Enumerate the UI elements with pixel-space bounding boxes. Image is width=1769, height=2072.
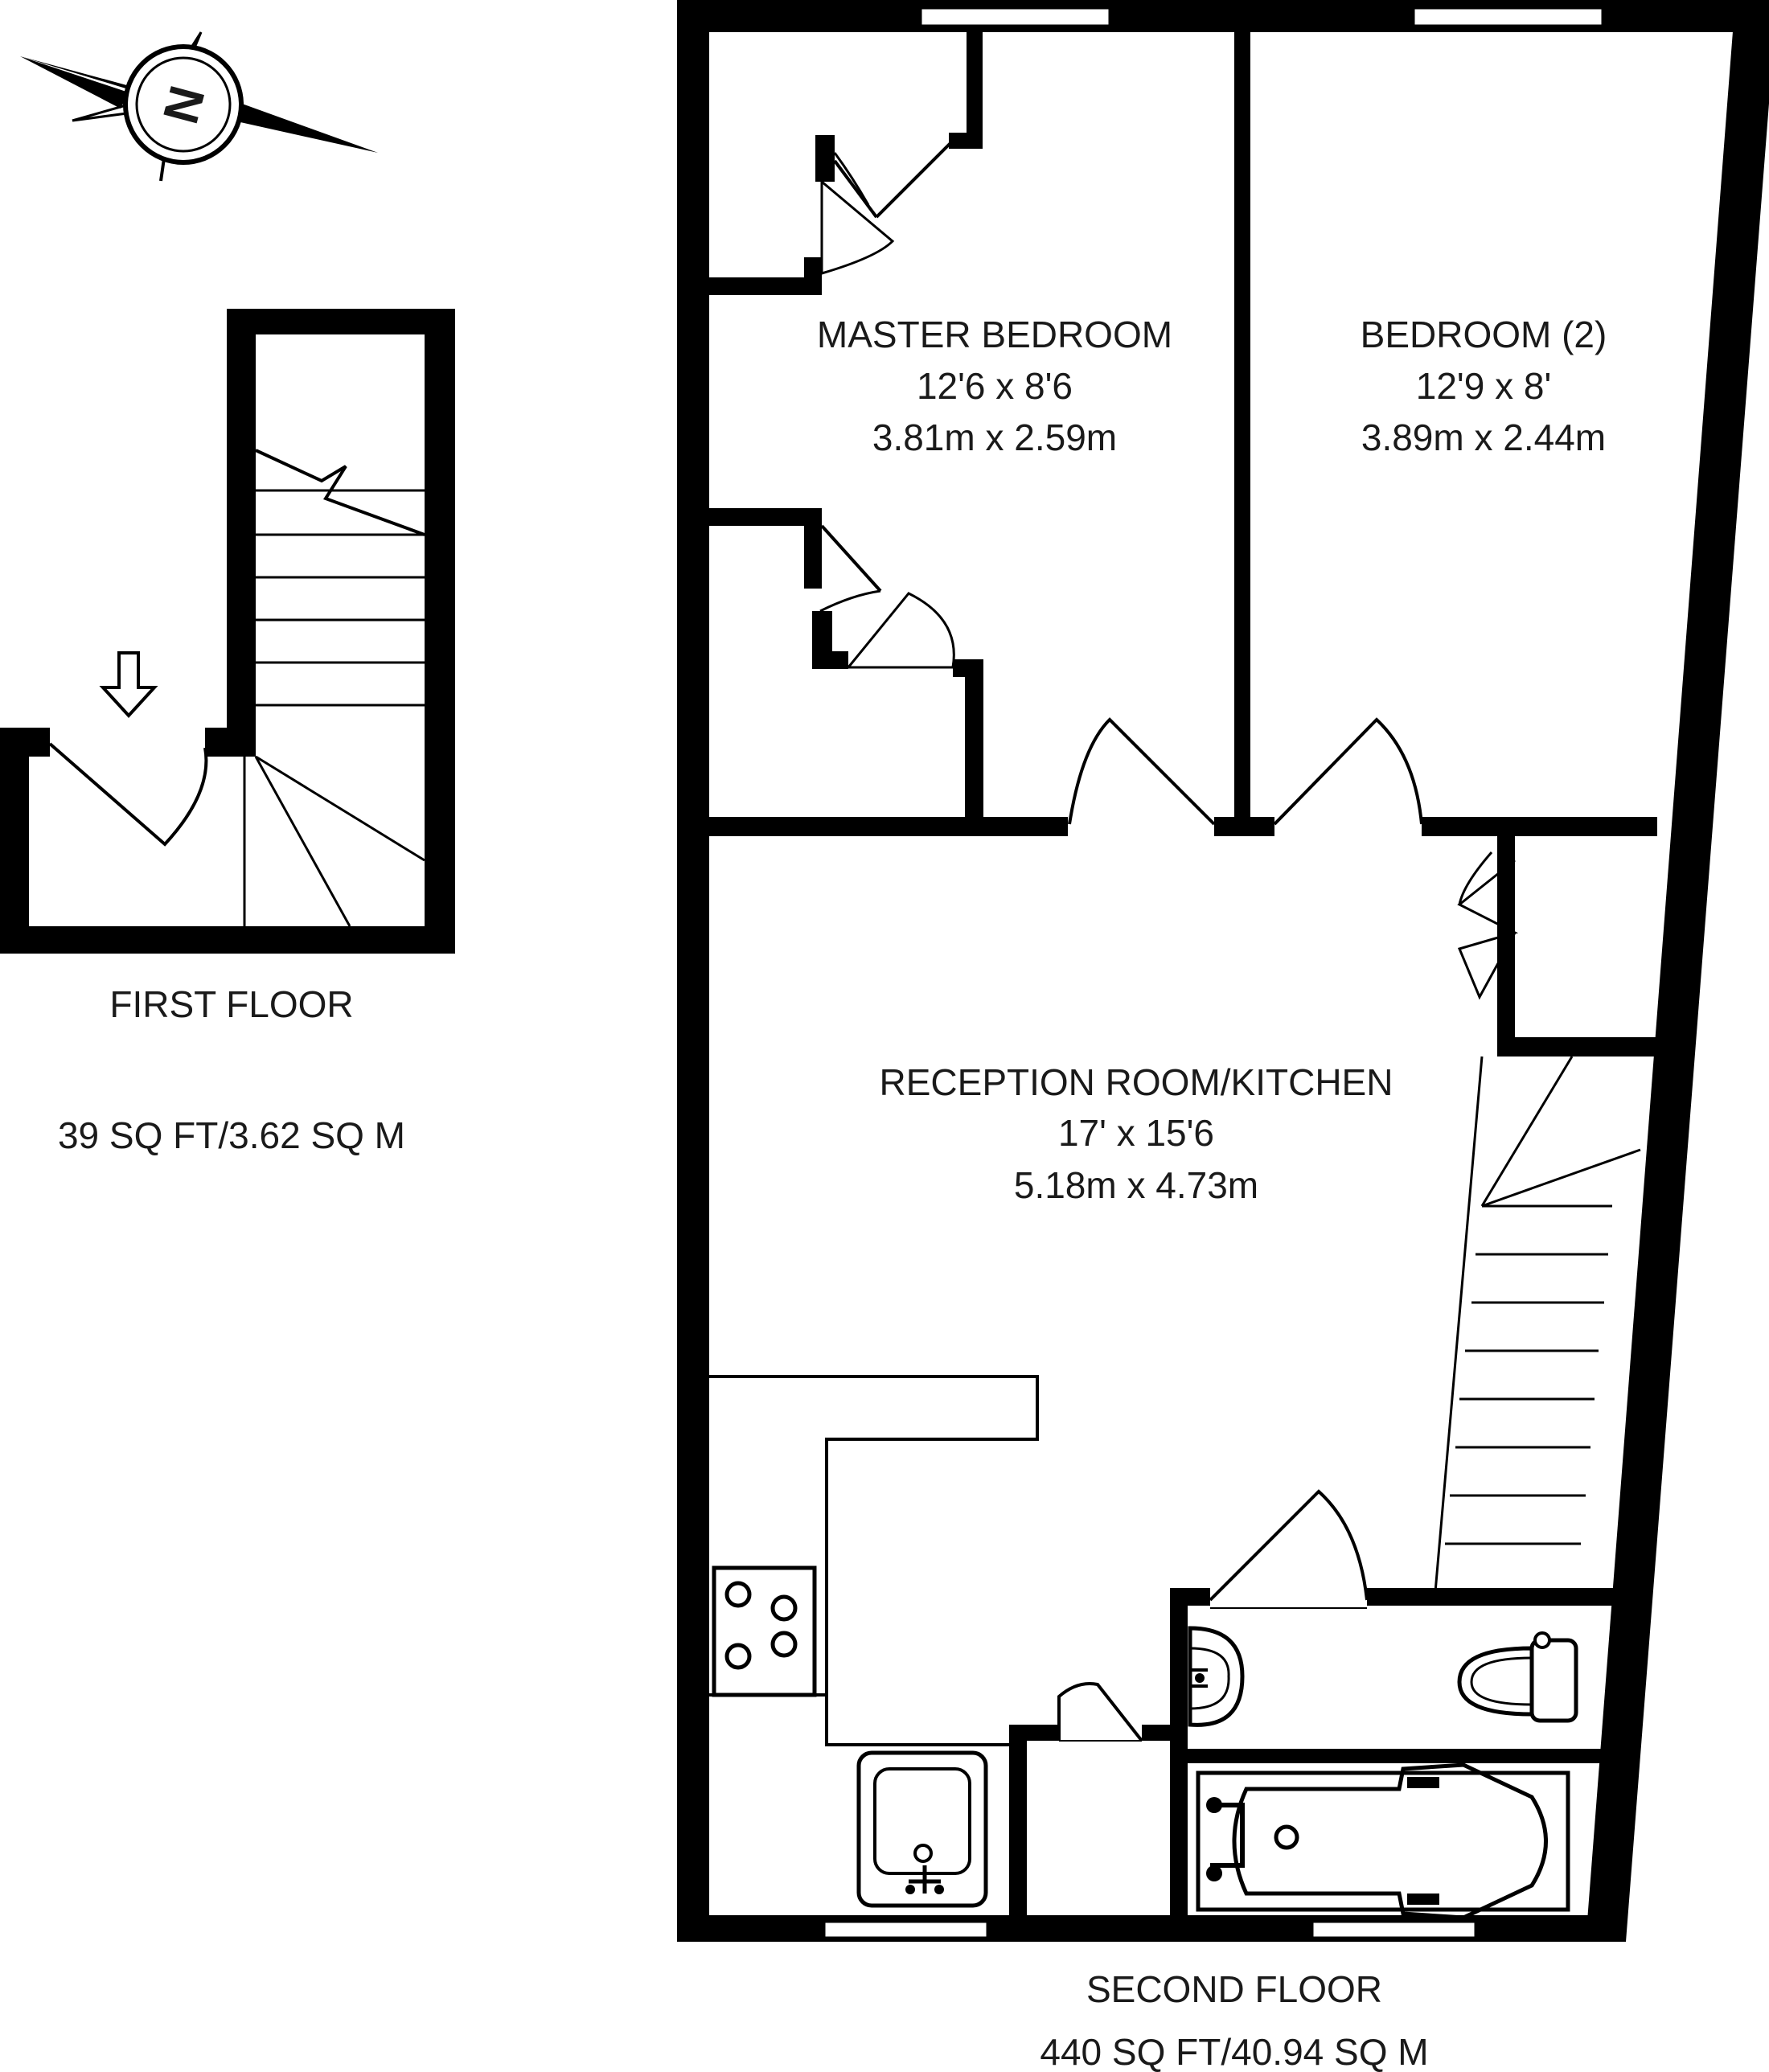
room-imperial: 12'9 x 8' — [1416, 365, 1551, 407]
second-floor-plan — [677, 0, 1769, 1942]
window — [1311, 1920, 1477, 1939]
room-name: BEDROOM (2) — [1361, 314, 1607, 355]
entrance-arrow-icon — [99, 651, 158, 718]
second-floor-title: SECOND FLOOR — [1086, 1968, 1382, 2010]
compass-north-icon: N — [20, 31, 378, 182]
basin-icon — [1188, 1626, 1245, 1727]
room-name: RECEPTION ROOM/KITCHEN — [880, 1061, 1393, 1103]
window — [1412, 6, 1604, 27]
room-imperial: 17' x 15'6 — [1058, 1112, 1214, 1154]
room-name: MASTER BEDROOM — [817, 314, 1172, 355]
room-label-master-bedroom: MASTER BEDROOM 12'6 x 8'6 3.81m x 2.59m — [817, 314, 1172, 458]
window — [823, 1920, 989, 1939]
first-floor-area: 39 SQ FT/3.62 SQ M — [58, 1114, 405, 1156]
first-floor-title: FIRST FLOOR — [109, 983, 353, 1025]
second-floor-area: 440 SQ FT/40.94 SQ M — [1040, 2031, 1428, 2072]
room-label-reception-kitchen: RECEPTION ROOM/KITCHEN 17' x 15'6 5.18m … — [880, 1061, 1393, 1206]
toilet-icon — [1457, 1631, 1578, 1723]
room-metric: 3.89m x 2.44m — [1361, 416, 1606, 458]
stairs-first-floor — [243, 449, 425, 927]
hob-icon — [712, 1565, 817, 1697]
room-imperial: 12'6 x 8'6 — [917, 365, 1073, 407]
first-floor-plan — [0, 309, 455, 954]
stairs-second-floor — [1434, 1056, 1641, 1593]
room-label-bedroom-2: BEDROOM (2) 12'9 x 8' 3.89m x 2.44m — [1361, 314, 1607, 458]
room-metric: 5.18m x 4.73m — [1014, 1164, 1258, 1206]
kitchen-sink-icon — [856, 1750, 988, 1908]
window — [919, 6, 1111, 27]
room-metric: 3.81m x 2.59m — [872, 416, 1117, 458]
bath-icon — [1196, 1762, 1570, 1920]
